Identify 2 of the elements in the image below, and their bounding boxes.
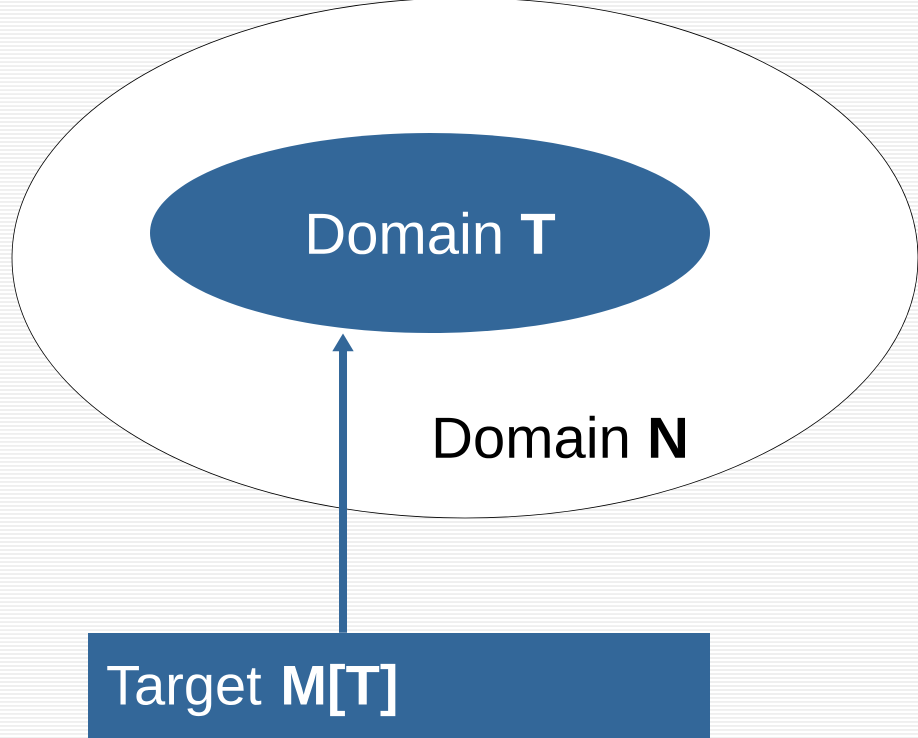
node-label: Domain N xyxy=(436,416,686,458)
target-box: Target M[T] xyxy=(88,633,710,738)
